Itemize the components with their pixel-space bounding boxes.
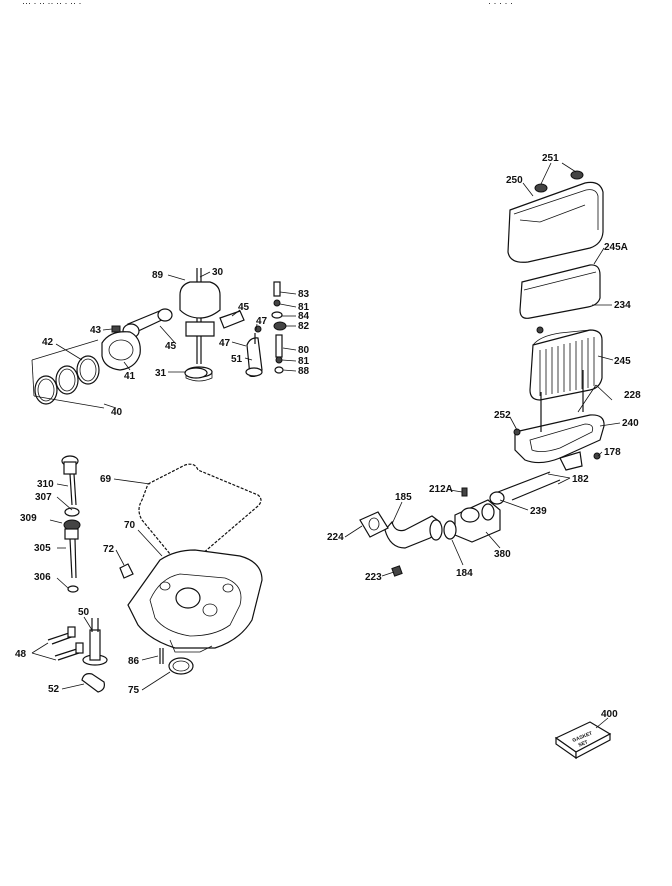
callout: 70 bbox=[124, 520, 136, 531]
callout: 245A bbox=[604, 242, 628, 253]
callout: 80 bbox=[298, 345, 310, 356]
sump-housing bbox=[127, 549, 263, 653]
callout: 185 bbox=[395, 492, 412, 503]
seal-ring bbox=[168, 657, 194, 675]
air-cleaner-base bbox=[513, 370, 605, 471]
callout: 30 bbox=[212, 267, 224, 278]
pre-cleaner-foam bbox=[519, 264, 601, 319]
tappets-camshaft bbox=[219, 310, 263, 377]
callout: 250 bbox=[506, 175, 523, 186]
callout: 400 bbox=[601, 709, 618, 720]
callout: 31 bbox=[155, 368, 167, 379]
drain-plug bbox=[119, 563, 134, 579]
dowel-pin bbox=[159, 648, 164, 664]
callout: 40 bbox=[111, 407, 123, 418]
callout: 75 bbox=[128, 685, 140, 696]
callout: 240 bbox=[622, 418, 639, 429]
callout: 184 bbox=[456, 568, 473, 579]
callout: 310 bbox=[37, 479, 54, 490]
callout: 45 bbox=[238, 302, 250, 313]
crank-gear bbox=[184, 367, 208, 379]
callout: 252 bbox=[494, 410, 511, 421]
callout: 380 bbox=[494, 549, 511, 560]
callout: 234 bbox=[614, 300, 631, 311]
gasket-set-label-line2: SET bbox=[578, 739, 589, 748]
callout: 51 bbox=[231, 354, 243, 365]
callout: 88 bbox=[298, 366, 310, 377]
callout: 228 bbox=[624, 390, 641, 401]
callout: 306 bbox=[34, 572, 51, 583]
callout: 42 bbox=[42, 337, 54, 348]
callout: 43 bbox=[90, 325, 102, 336]
header-fragment: ··· · ·· ·· ·· · ·· · bbox=[22, 0, 81, 8]
callout: 45 bbox=[165, 341, 177, 352]
intake-gasket bbox=[359, 511, 403, 577]
callout: 84 bbox=[298, 311, 310, 322]
callout: 251 bbox=[542, 153, 559, 164]
callout: 72 bbox=[103, 544, 115, 555]
governor-parts bbox=[271, 281, 287, 374]
intake-elbow bbox=[384, 515, 443, 549]
callout: 86 bbox=[128, 656, 140, 667]
callout: 89 bbox=[152, 270, 164, 281]
callout: 212A bbox=[429, 484, 453, 495]
wrist-pin-clip bbox=[111, 325, 121, 333]
callout: 48 bbox=[15, 649, 27, 660]
oil-pump bbox=[81, 618, 108, 693]
piston bbox=[101, 331, 141, 371]
callout: 81 bbox=[298, 302, 310, 313]
callout: 178 bbox=[604, 447, 621, 458]
callout: 81 bbox=[298, 356, 310, 367]
callout: 239 bbox=[530, 506, 547, 517]
air-filter-element bbox=[529, 326, 603, 401]
callout: 52 bbox=[48, 684, 60, 695]
dipstick-cap bbox=[61, 455, 79, 506]
header-fragment-right: · · · · · bbox=[488, 0, 513, 8]
callout: 41 bbox=[124, 371, 136, 382]
callout: 47 bbox=[256, 316, 268, 327]
callout: 224 bbox=[327, 532, 344, 543]
dipstick-tube bbox=[49, 507, 81, 593]
callout: 305 bbox=[34, 543, 51, 554]
callout: 82 bbox=[298, 321, 310, 332]
mounting-studs bbox=[497, 471, 561, 501]
air-cleaner-cover bbox=[507, 170, 604, 263]
callout: 223 bbox=[365, 572, 382, 583]
callout: 47 bbox=[219, 338, 231, 349]
piston-rings bbox=[34, 355, 100, 405]
callout: 307 bbox=[35, 492, 52, 503]
bolts bbox=[47, 626, 84, 661]
callout: 245 bbox=[614, 356, 631, 367]
crankshaft bbox=[179, 268, 221, 382]
leader-lines bbox=[31, 162, 621, 729]
callout: 50 bbox=[78, 607, 90, 618]
sump-gasket bbox=[138, 463, 262, 564]
gasket-set-box: GASKET SET bbox=[554, 721, 612, 760]
callout: 182 bbox=[572, 474, 589, 485]
callout: 69 bbox=[100, 474, 112, 485]
callout: 83 bbox=[298, 289, 310, 300]
callout: 309 bbox=[20, 513, 37, 524]
callout-labels: 251 250 245A 234 245 228 252 240 178 182… bbox=[15, 153, 641, 720]
carburetor bbox=[443, 487, 505, 543]
